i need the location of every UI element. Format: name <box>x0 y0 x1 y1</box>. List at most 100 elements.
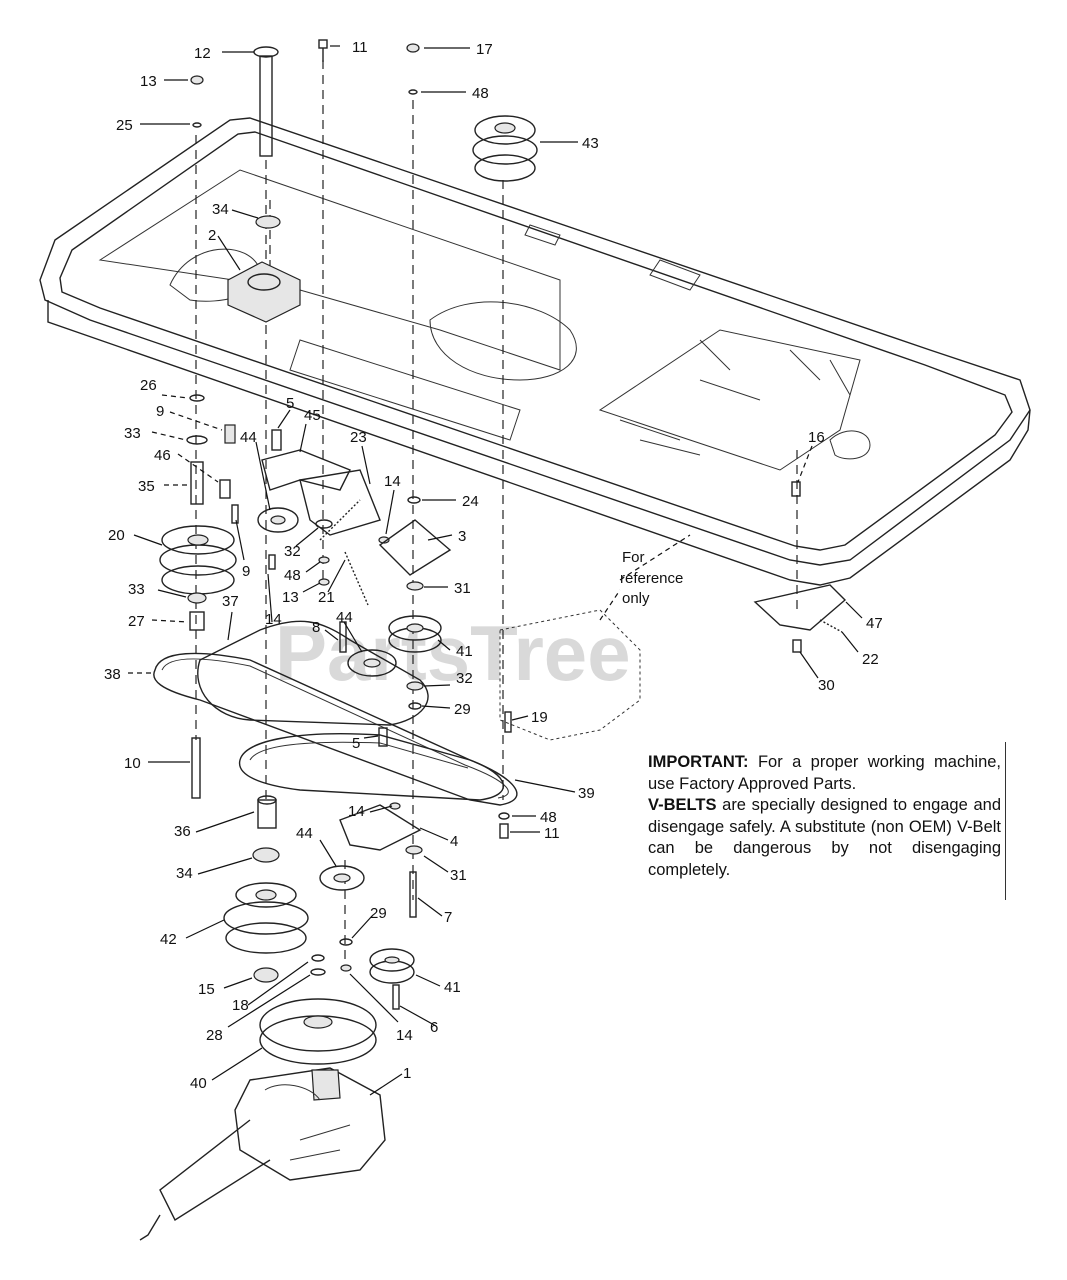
callout-14: 14 <box>384 473 401 490</box>
important-label: IMPORTANT: <box>648 753 749 771</box>
callout-6: 6 <box>430 1019 438 1036</box>
part-belt-39 <box>238 733 504 801</box>
part-pulley-43 <box>472 115 538 182</box>
callout-32b: 32 <box>456 670 473 687</box>
part-spacer-34a <box>255 215 281 229</box>
vbelts-text: are specially designed to engage and dis… <box>648 796 1001 879</box>
part-bracket-45 <box>261 449 351 491</box>
part-washer-25 <box>192 122 202 128</box>
part-bolt-16 <box>791 481 801 497</box>
callout-43: 43 <box>582 135 599 152</box>
callout-37: 37 <box>222 593 239 610</box>
part-spacer-35 <box>190 461 204 505</box>
part-nut-13a <box>190 75 204 85</box>
callout-2: 2 <box>208 227 216 244</box>
reference-outline <box>499 534 691 741</box>
important-paragraph: IMPORTANT: For a proper working machine,… <box>648 752 1001 795</box>
callout-19: 19 <box>531 709 548 726</box>
part-washer-24 <box>407 496 421 504</box>
callout-27: 27 <box>128 613 145 630</box>
part-bracket-3 <box>378 519 452 576</box>
part-bushing-9a <box>224 424 236 444</box>
callout-33: 33 <box>124 425 141 442</box>
part-transaxle-1 <box>139 1067 386 1241</box>
reference-note: For reference only <box>620 549 683 607</box>
part-pulley-44a <box>257 507 299 533</box>
callout-21: 21 <box>318 589 335 606</box>
callout-9b: 9 <box>242 563 250 580</box>
callout-17: 17 <box>476 41 493 58</box>
part-pulley-41a <box>388 615 442 653</box>
callout-45: 45 <box>304 407 321 424</box>
callout-12: 12 <box>194 45 211 62</box>
part-bolt-7 <box>409 871 417 918</box>
part-pulley-41b <box>369 948 415 984</box>
callout-14d: 14 <box>396 1027 413 1044</box>
callout-11b: 11 <box>544 825 560 842</box>
callout-7: 7 <box>444 909 452 926</box>
part-nut-31b <box>405 845 423 855</box>
part-bolt-8 <box>339 621 347 653</box>
callout-36: 36 <box>174 823 191 840</box>
part-spring-23 <box>319 499 361 541</box>
callout-39: 39 <box>578 785 595 802</box>
part-washer-28 <box>310 968 326 976</box>
callout-44b: 44 <box>336 609 353 626</box>
part-pin-10 <box>191 737 201 799</box>
part-spacer-34b <box>252 847 280 863</box>
part-bushing-5a <box>271 429 282 451</box>
part-bolt-30 <box>792 639 802 653</box>
part-nut-31a <box>406 581 424 591</box>
part-spacer-36 <box>257 795 277 829</box>
callout-34: 34 <box>212 201 229 218</box>
part-nut-48b <box>318 556 330 564</box>
callout-31b: 31 <box>450 867 467 884</box>
callout-29: 29 <box>454 701 471 718</box>
callout-1: 1 <box>403 1065 411 1082</box>
callout-9: 9 <box>156 403 164 420</box>
part-washer-48a <box>408 89 418 95</box>
callout-46: 46 <box>154 447 171 464</box>
callout-18: 18 <box>232 997 249 1014</box>
callout-44: 44 <box>240 429 257 446</box>
deck-frame <box>39 117 1031 586</box>
vbelts-paragraph: V-BELTS are specially designed to engage… <box>648 795 1001 881</box>
callout-20: 20 <box>108 527 125 544</box>
part-bushing-5b <box>378 727 388 747</box>
part-bolt-11a <box>318 39 328 62</box>
callout-31: 31 <box>454 580 471 597</box>
part-pulley-44c <box>319 865 365 891</box>
part-bolt-6 <box>392 984 400 1010</box>
part-nut-17 <box>406 43 420 53</box>
part-pin-12 <box>253 46 279 157</box>
callout-48b: 48 <box>284 567 301 584</box>
part-nut-15 <box>253 967 279 983</box>
callout-28: 28 <box>206 1027 223 1044</box>
callout-22: 22 <box>862 651 879 668</box>
part-washer-48c <box>498 812 510 820</box>
callout-5: 5 <box>286 395 294 412</box>
part-bracket-2 <box>227 261 301 323</box>
callout-14c: 14 <box>348 803 365 820</box>
callout-34b: 34 <box>176 865 193 882</box>
important-notice: IMPORTANT: For a proper working machine,… <box>640 742 1006 900</box>
callout-5b: 5 <box>352 735 360 752</box>
callout-8: 8 <box>312 619 320 636</box>
callout-3: 3 <box>458 528 466 545</box>
callout-26: 26 <box>140 377 157 394</box>
part-pulley-44b <box>347 649 397 677</box>
part-washer-33b <box>187 592 207 604</box>
part-spring-22 <box>819 619 843 633</box>
part-bolt-14b <box>268 554 276 570</box>
part-belt-38 <box>153 652 518 806</box>
part-pulley-40 <box>259 998 377 1065</box>
important-text: For a proper working machine, use Factor… <box>648 753 1002 793</box>
callout-24: 24 <box>462 493 479 510</box>
callout-48: 48 <box>472 85 489 102</box>
callout-38: 38 <box>104 666 121 683</box>
callout-13b: 13 <box>282 589 299 606</box>
callout-47: 47 <box>866 615 883 632</box>
reference-note-line-2: reference <box>620 570 683 587</box>
part-bracket-47 <box>753 584 847 631</box>
